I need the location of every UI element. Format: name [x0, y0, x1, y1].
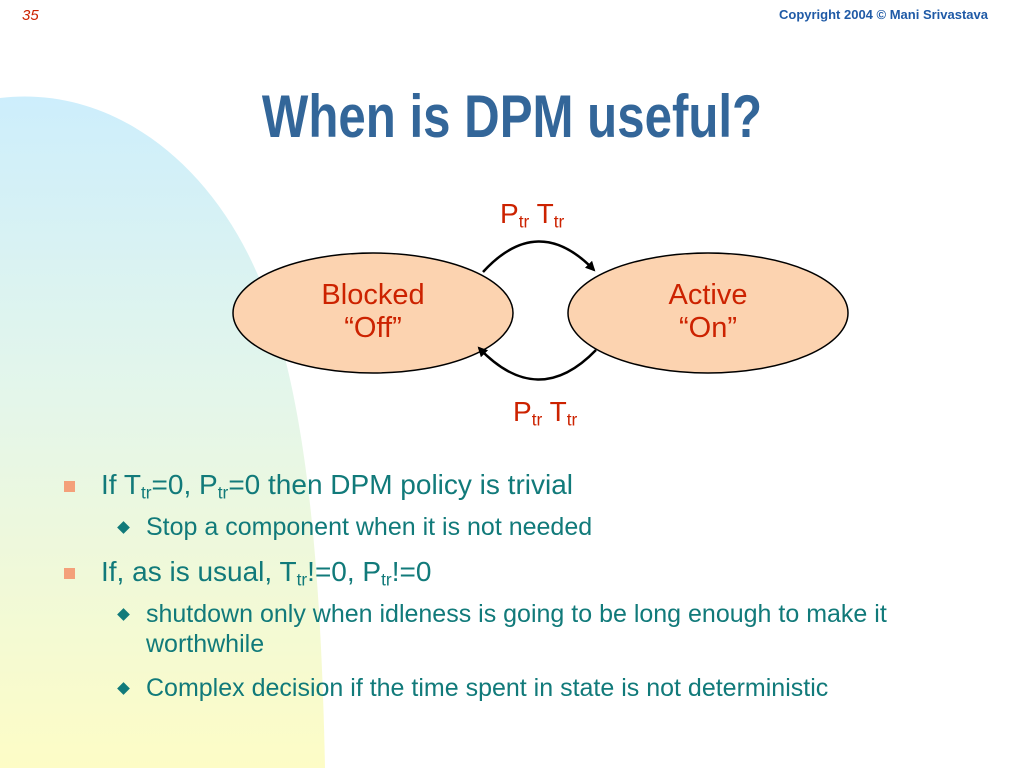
blocked-state-alias: “Off”	[344, 312, 402, 344]
slide-title: When is DPM useful?	[261, 83, 763, 150]
blocked-state-label: Blocked “Off”	[293, 279, 453, 345]
bullet-diamond-marker	[117, 521, 130, 534]
power-symbol: P	[513, 396, 532, 427]
copyright-notice: Copyright 2004 © Mani Srivastava	[779, 7, 988, 22]
time-symbol: T	[536, 198, 554, 229]
time-subscript: tr	[553, 211, 565, 232]
bullet-diamond-marker	[117, 608, 130, 621]
time-symbol: T	[549, 396, 567, 427]
sub-bullet-item: Complex decision if the time spent in st…	[146, 674, 829, 702]
sub-bullet-item: shutdown only when idleness is going to …	[146, 600, 887, 658]
transition-arrow-top	[482, 240, 596, 273]
bullet-square-marker	[64, 568, 75, 579]
active-state-alias: “On”	[679, 312, 737, 344]
power-subscript: tr	[518, 211, 530, 232]
transition-label-top: Ptr Ttr	[500, 198, 564, 232]
bullet-square-marker	[64, 481, 75, 492]
blocked-state-ellipse	[232, 252, 514, 374]
transition-arrow-bottom	[477, 346, 597, 381]
active-state-label: Active “On”	[628, 279, 788, 345]
transition-label-bottom: Ptr Ttr	[513, 396, 577, 430]
power-subscript: tr	[531, 409, 543, 430]
bullet-diamond-marker	[117, 682, 130, 695]
power-symbol: P	[500, 198, 519, 229]
active-state-name: Active	[668, 279, 748, 311]
time-subscript: tr	[566, 409, 578, 430]
active-state-ellipse	[567, 252, 849, 374]
bullet-item: If Ttr=0, Ptr=0 then DPM policy is trivi…	[101, 469, 574, 503]
blocked-state-name: Blocked	[321, 279, 425, 311]
slide-number: 35	[22, 7, 39, 24]
bullet-item: If, as is usual, Ttr!=0, Ptr!=0	[101, 556, 432, 590]
sub-bullet-item: Stop a component when it is not needed	[146, 513, 593, 541]
